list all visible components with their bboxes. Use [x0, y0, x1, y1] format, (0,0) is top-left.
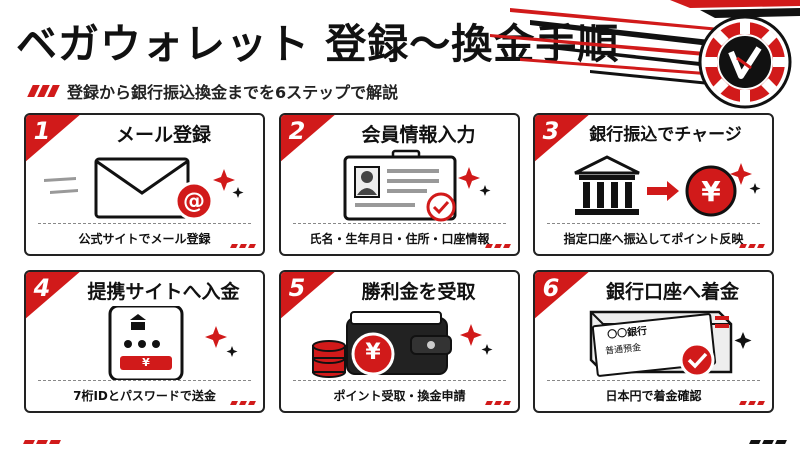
- card-divider: [38, 380, 251, 381]
- step-caption: 氏名・生年月日・住所・口座情報: [309, 232, 490, 246]
- footer-stripes: [749, 440, 787, 444]
- wallet-coins-icon: [312, 311, 493, 378]
- yen-symbol: ¥: [365, 340, 381, 365]
- footer-stripes: [23, 440, 61, 444]
- step-caption: 公式サイトでメール登録: [78, 232, 211, 246]
- step-number-tab: [26, 272, 80, 319]
- bank-to-yen-icon: [574, 155, 761, 217]
- step-number: 3: [542, 117, 560, 145]
- card-divider: [38, 223, 251, 224]
- corner-stripes: [739, 244, 765, 248]
- step-card-2: 2 会員情報入力 氏名・生年月日・住所・口座情報: [279, 113, 520, 256]
- step-number: 6: [542, 274, 560, 302]
- step-number-tab: [535, 272, 589, 319]
- corner-stripes: [230, 401, 256, 405]
- step-caption: 日本円で着金確認: [605, 389, 702, 403]
- step-number: 2: [288, 117, 306, 145]
- card-divider: [547, 380, 760, 381]
- step-number: 5: [288, 274, 306, 302]
- corner-stripes: [739, 401, 765, 405]
- step-caption: 指定口座へ振込してポイント反映: [563, 232, 744, 246]
- id-card-check-icon: [343, 149, 491, 222]
- step-card-5: 5 勝利金を受取 ¥ ポイント受取・換金申請: [279, 270, 520, 413]
- step-caption: 7桁IDとパスワードで送金: [73, 389, 216, 403]
- svg-text:@: @: [183, 189, 205, 214]
- step-title: 提携サイトへ入金: [87, 281, 240, 303]
- card-divider: [547, 223, 760, 224]
- step-number: 1: [33, 117, 51, 145]
- step-title: 会員情報入力: [361, 124, 476, 146]
- step-title: 銀行振込でチャージ: [589, 125, 742, 145]
- page-subtitle: 登録から銀行振込換金までを6ステップで解説: [67, 83, 399, 102]
- step-number-tab: [281, 115, 335, 162]
- page-title: ベガウォレット 登録〜換金手順: [16, 20, 620, 68]
- step-title: 勝利金を受取: [361, 281, 476, 303]
- yen-symbol: ¥: [701, 175, 721, 208]
- step-title: メール登録: [115, 124, 211, 146]
- step-card-4: 4 提携サイトへ入金 ¥ 7桁IDとパスワードで送金: [24, 270, 265, 413]
- step-number-tab: [26, 115, 80, 162]
- step-number-tab: [535, 115, 589, 162]
- step-card-3: 3 銀行振込でチャージ ¥ 指定口座へ振込してポイント反映: [533, 113, 774, 256]
- card-divider: [293, 380, 506, 381]
- corner-stripes: [230, 244, 256, 248]
- subtitle-row: 登録から銀行振込換金までを6ステップで解説: [27, 80, 399, 102]
- step-caption: ポイント受取・換金申請: [333, 389, 466, 403]
- corner-stripes: [485, 244, 511, 248]
- phone-deposit-icon: [108, 306, 238, 380]
- step-title: 銀行口座へ着金: [605, 281, 739, 303]
- step-card-6: 6 銀行口座へ着金 〇〇銀行 普通預金 日本円で着金確認: [533, 270, 774, 413]
- corner-stripes: [485, 401, 511, 405]
- step-number: 4: [33, 274, 51, 302]
- bankbook-check-icon: [589, 310, 752, 378]
- envelope-at-icon: @: [44, 157, 244, 221]
- yen-symbol: ¥: [142, 356, 150, 369]
- casino-chip-icon: [490, 0, 800, 109]
- card-divider: [293, 223, 506, 224]
- step-card-1: 1 メール登録 @ 公式サイトでメール登録: [24, 113, 265, 256]
- accent-stripes: [27, 85, 60, 97]
- step-number-tab: [281, 272, 335, 319]
